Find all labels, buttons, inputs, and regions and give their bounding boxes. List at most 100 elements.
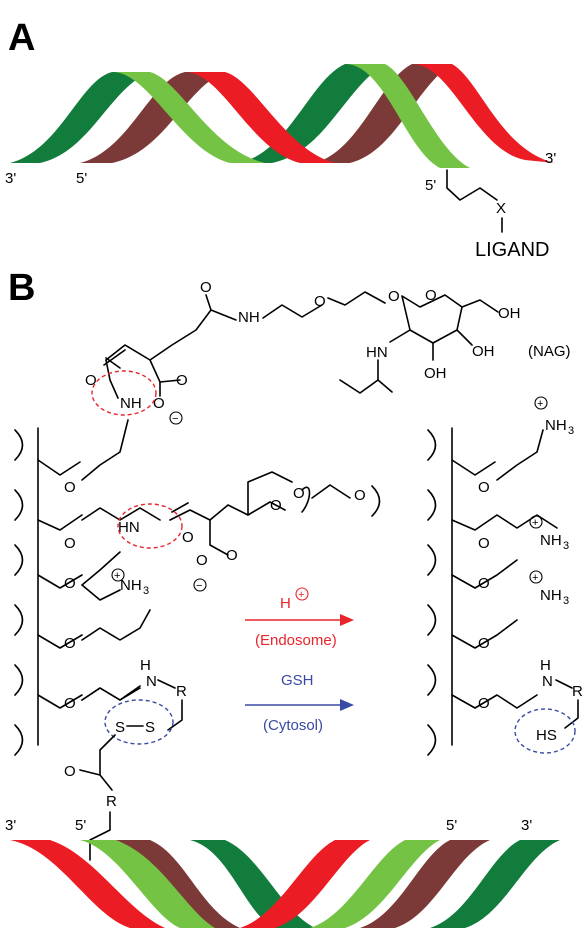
r-side-2-o: O	[478, 535, 490, 552]
backbone-right-repeats	[427, 429, 437, 756]
arrow-gsh-label: GSH	[281, 672, 314, 689]
peg-repeat	[311, 484, 351, 499]
r-charge-1	[534, 396, 548, 410]
nag-nh: NH	[238, 309, 260, 326]
disulfide-chain-bottom	[79, 734, 116, 776]
arrow-acid-sub: (Endosome)	[255, 632, 337, 649]
amine-chain	[81, 685, 141, 701]
r-charge-2-sign: +	[532, 517, 538, 529]
r-side-1-o: O	[478, 479, 490, 496]
strand-b-dark-green-2	[430, 840, 560, 928]
r-nh3-1: NH	[545, 417, 567, 434]
strand-a-dark-green-2	[240, 64, 385, 163]
charge-minus-2	[193, 578, 207, 592]
amine-r-bond	[157, 679, 176, 689]
amide-2-hn: HN	[118, 519, 140, 536]
arrow-gsh-head	[340, 699, 354, 711]
nag-peg-1	[262, 304, 323, 319]
r-charge-1-sign: +	[537, 398, 543, 410]
r-thiol-hs: HS	[536, 727, 557, 744]
r-amine-h: H	[540, 657, 551, 674]
amide-1-o: O	[85, 372, 97, 389]
sugar-hn: HN	[366, 344, 388, 361]
r-nh3-3-sub: 3	[563, 595, 569, 607]
r-side-4	[451, 619, 518, 649]
r-amine-r: R	[572, 683, 583, 700]
peg-repeat-o: O	[354, 487, 366, 504]
peg-bracket-left	[301, 486, 311, 513]
r-nh3-1-sub: 3	[568, 425, 574, 437]
strand-a-light-green-2	[345, 64, 470, 168]
r-amine-r-bond	[555, 679, 573, 689]
r-side-1-tail	[496, 429, 544, 481]
sugar-ch2oh	[461, 299, 499, 313]
ketone-r-bond	[99, 774, 113, 791]
carboxylate-2-o-eq: O	[226, 547, 238, 564]
panel-a-3prime-right: 3'	[545, 150, 556, 167]
strand-b-red-2	[240, 840, 370, 928]
arrow-acid-head	[340, 614, 354, 626]
peg-maleamate-double	[171, 502, 189, 513]
sugar-oh-2: OH	[472, 343, 495, 360]
carboxylate-1-o-minus: O	[153, 395, 165, 412]
panel-b-5prime-right: 5'	[446, 817, 457, 834]
panel-b-3prime-right: 3'	[521, 817, 532, 834]
strand-b-light-green	[80, 840, 215, 928]
strand-a-dark-green	[10, 72, 150, 163]
ammonium-left-sub: 3	[143, 585, 149, 597]
ammonium-left-nh: NH	[120, 577, 142, 594]
peg-ester	[247, 471, 293, 516]
nag-o-1: O	[314, 293, 326, 310]
strand-a-red-2	[412, 64, 555, 163]
nag-chain-1	[105, 294, 212, 361]
backbone-left-repeats	[14, 429, 24, 756]
nag-peg-2	[327, 291, 386, 306]
panel-b-label: B	[8, 267, 35, 309]
side-5	[37, 694, 83, 709]
r-nh3-2: NH	[540, 532, 562, 549]
duplex-a	[10, 64, 555, 168]
amide-1-chain	[105, 359, 119, 399]
disulfide-chain-top	[167, 699, 183, 731]
ligand-label: LIGAND	[475, 239, 549, 261]
side-4-o: O	[64, 635, 76, 652]
peg-maleamate-chain	[169, 501, 286, 521]
redox-labile-circle-right	[514, 708, 576, 754]
polymer-right: O NH 3 + O O NH 3 + O NH 3 + O H N R HS	[427, 396, 583, 756]
side-5-o: O	[64, 695, 76, 712]
side-3-tail	[81, 551, 121, 586]
disulfide-s2: S	[145, 719, 155, 736]
panel-b-3prime-left: 3'	[5, 817, 16, 834]
acid-labile-circle-1	[91, 370, 157, 416]
side-3	[37, 574, 83, 589]
nag-methyl	[105, 357, 121, 369]
strand-b-maroon-2	[360, 840, 490, 928]
panel-b-5prime-left: 5'	[75, 817, 86, 834]
r-nh3-2-sub: 3	[563, 540, 569, 552]
sugar-oh-bond-2	[456, 329, 473, 346]
ketone-r: R	[106, 793, 117, 810]
strand-b-light-green-2	[310, 840, 440, 928]
r-charge-3-sign: +	[532, 572, 538, 584]
r-amine-n: N	[542, 673, 553, 690]
sugar-oh-1: OH	[498, 305, 521, 322]
acetyl-methyl	[377, 379, 393, 393]
arrow-acid-plus: +	[298, 589, 304, 601]
sugar-ring-o: O	[425, 287, 437, 304]
panel-a-5prime-left: 5'	[76, 170, 87, 187]
strand-a-maroon	[80, 72, 225, 163]
peg-bracket-right	[371, 485, 381, 517]
alkene-bond	[103, 349, 126, 366]
acid-labile-circle-2	[117, 503, 183, 549]
panel-a-5prime-linker: 5'	[425, 177, 436, 194]
r-side-4-o: O	[478, 635, 490, 652]
side-2-o: O	[64, 535, 76, 552]
ketone-o: O	[64, 763, 76, 780]
r-side-3	[451, 559, 518, 589]
side-1	[37, 459, 81, 476]
r-side-3-o: O	[478, 575, 490, 592]
disulfide-s1: S	[115, 719, 125, 736]
arrow-acid-plus-circle	[295, 587, 309, 601]
